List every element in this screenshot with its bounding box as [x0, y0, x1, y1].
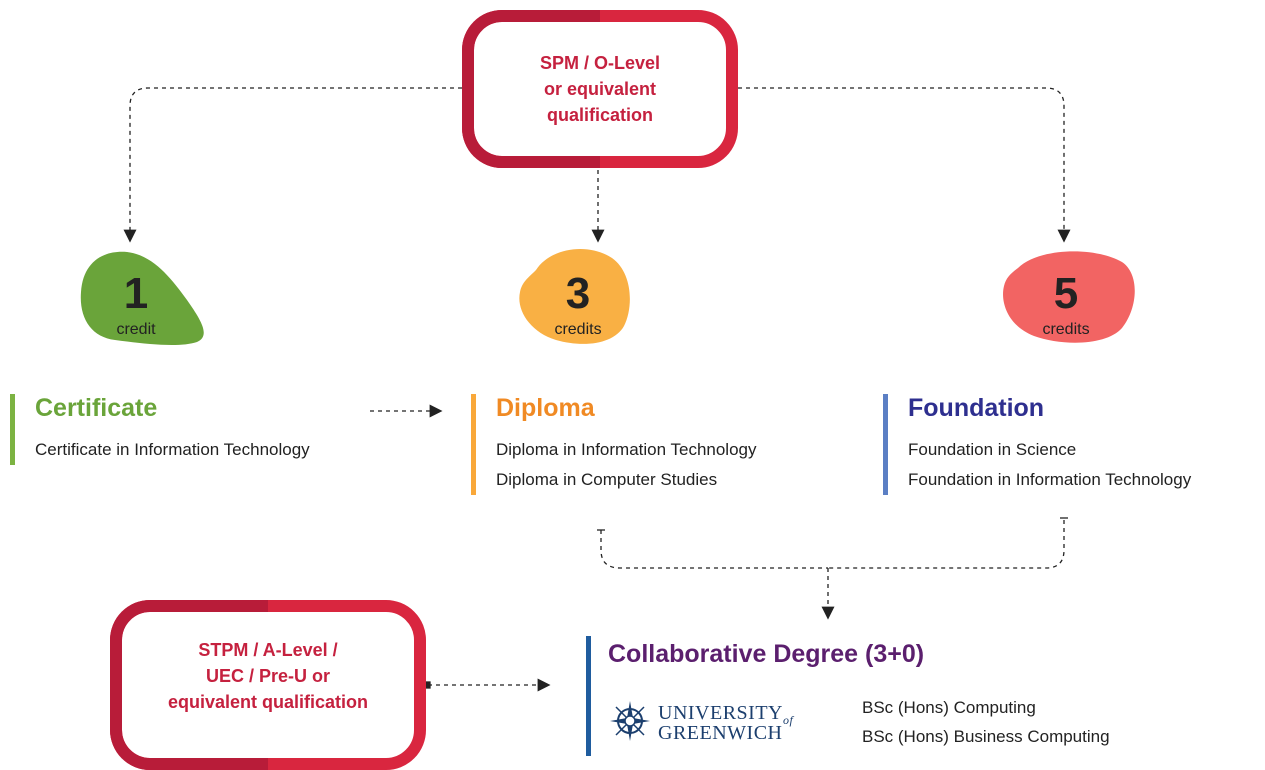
diploma-item: Diploma in Information Technology	[496, 440, 757, 459]
spm-line-3: qualification	[546, 105, 653, 126]
stpm-qualification-box: STPM / A-Level / UEC / Pre-U or equivale…	[110, 600, 426, 770]
university-logo-of: of	[783, 713, 794, 727]
diploma-section: Diploma Diploma in Information Technolog…	[471, 394, 757, 495]
credit-number-5: 5	[1053, 269, 1079, 318]
foundation-section: Foundation Foundation in Science Foundat…	[883, 394, 1191, 495]
diploma-item: Diploma in Computer Studies	[496, 470, 718, 489]
stpm-line-3: equivalent qualification	[167, 692, 369, 713]
credit-number-3: 3	[565, 269, 591, 318]
university-logo-line-2: GREENWICH	[658, 722, 783, 744]
connector-top-to-foundation	[738, 87, 1071, 243]
credit-blob-3	[519, 248, 630, 344]
connector-diploma-to-degree	[600, 530, 828, 569]
foundation-item: Foundation in Science	[908, 440, 1077, 459]
connector-top-to-certificate	[123, 87, 462, 243]
credit-unit-5: credits	[1042, 321, 1090, 338]
connector-lines	[123, 87, 1071, 692]
certificate-item: Certificate in Information Technology	[35, 440, 310, 459]
foundation-item: Foundation in Information Technology	[908, 470, 1192, 489]
spm-qualification-box: SPM / O-Level or equivalent qualificatio…	[462, 10, 738, 168]
credit-unit-3: credits	[554, 321, 602, 338]
credit-unit-1: credit	[116, 321, 156, 338]
degree-title: Collaborative Degree (3+0)	[608, 640, 925, 668]
certificate-title: Certificate	[35, 394, 158, 422]
foundation-title: Foundation	[908, 394, 1045, 422]
university-logo-line-1: UNIVERSITYof	[658, 702, 794, 727]
stpm-line-1: STPM / A-Level /	[198, 639, 338, 660]
credit-blob-1	[80, 251, 204, 346]
degree-item: BSc (Hons) Computing	[862, 698, 1036, 717]
spm-line-1: SPM / O-Level	[539, 52, 661, 73]
certificate-section: Certificate Certificate in Information T…	[10, 394, 310, 465]
stpm-line-2: UEC / Pre-U or	[205, 665, 331, 686]
diploma-title: Diploma	[496, 394, 595, 422]
degree-section-bar	[586, 636, 591, 756]
spm-line-2: or equivalent	[543, 78, 656, 99]
university-crest-icon	[610, 701, 650, 741]
credit-blob-5	[1003, 251, 1135, 343]
credit-number-1: 1	[123, 269, 149, 318]
connector-foundation-to-degree	[828, 520, 1065, 569]
degree-item: BSc (Hons) Business Computing	[862, 727, 1110, 746]
